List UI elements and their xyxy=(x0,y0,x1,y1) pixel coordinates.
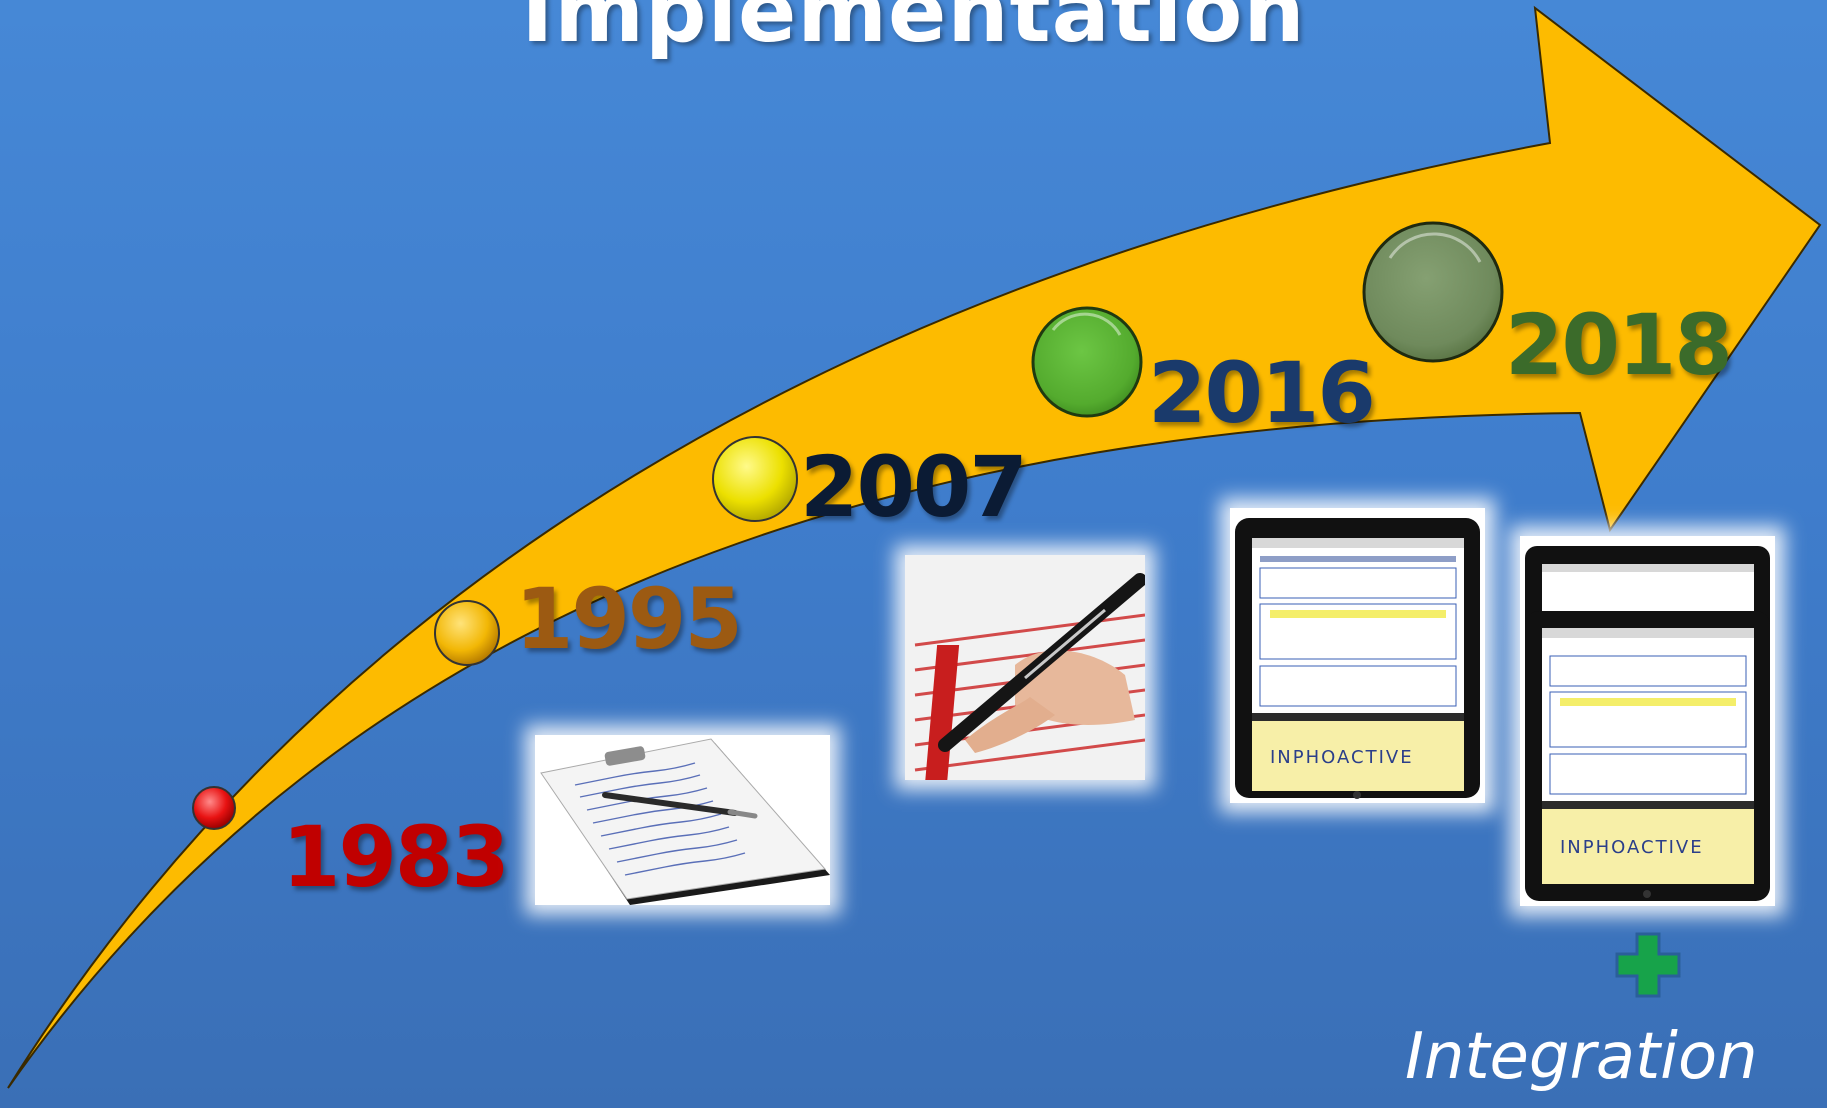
marker-2018 xyxy=(1362,221,1504,363)
pen-writing-photo xyxy=(905,555,1145,780)
marker-2016 xyxy=(1031,306,1143,418)
year-2016-label: 2016 xyxy=(1148,344,1376,442)
clipboard-photo xyxy=(535,735,830,905)
tablet-2016-handwriting: INPHOACTIVE xyxy=(1270,747,1414,768)
year-1995-label: 1995 xyxy=(515,570,743,668)
plus-icon xyxy=(1615,932,1681,998)
tablet-photo-2018: INPHOACTIVE xyxy=(1520,536,1775,906)
tablet-icon: INPHOACTIVE xyxy=(1235,518,1480,799)
year-2007-label: 2007 xyxy=(800,438,1028,536)
marker-1983 xyxy=(192,786,236,830)
year-1983-label: 1983 xyxy=(282,808,510,906)
slide-title: Implementation xyxy=(521,0,1306,62)
pen-writing-icon xyxy=(905,555,1145,780)
integration-label: Integration xyxy=(1405,1020,1758,1094)
tablet-photo-2016: INPHOACTIVE xyxy=(1230,508,1485,803)
clipboard-icon xyxy=(540,738,830,905)
tablet-icon: INPHOACTIVE xyxy=(1525,546,1770,901)
tablet-2018-handwriting: INPHOACTIVE xyxy=(1560,837,1704,858)
marker-1995 xyxy=(434,600,500,666)
marker-2007 xyxy=(712,436,798,522)
year-2018-label: 2018 xyxy=(1505,296,1733,394)
